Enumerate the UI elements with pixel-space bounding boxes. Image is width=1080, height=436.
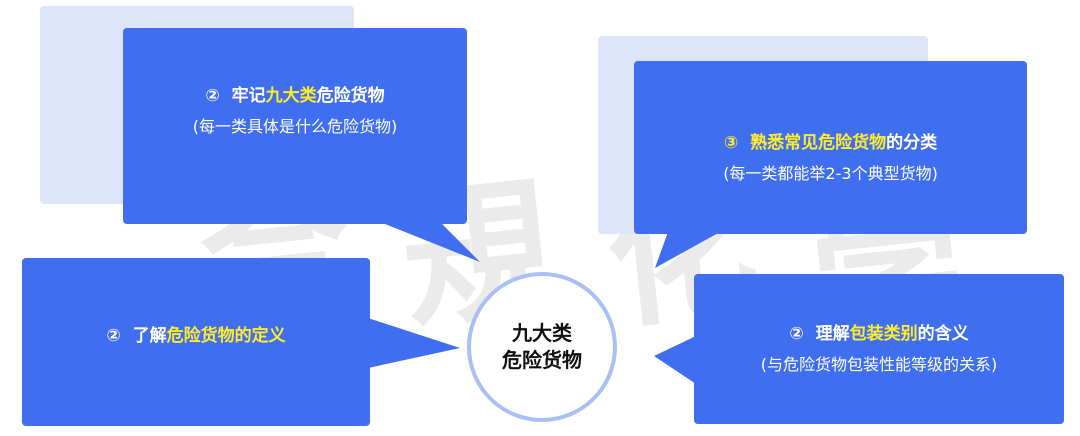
title-highlight: 包装类别 — [849, 324, 918, 344]
card-understand-title: ② 了解危险货物的定义 — [106, 323, 285, 349]
card-remember-title: ② 牢记九大类危险货物 — [205, 83, 384, 109]
card-remember-categories: ② 牢记九大类危险货物 (每一类具体是什么危险货物) — [123, 28, 467, 224]
card-packaging-subtitle: (与危险货物包装性能等级的关系) — [760, 355, 998, 374]
center-topic-circle: 九大类 危险货物 — [467, 272, 617, 422]
title-suffix: 危险货物 — [316, 86, 385, 106]
title-prefix: 了解 — [132, 326, 167, 346]
title-prefix: 理解 — [815, 324, 850, 344]
title-highlight: 危险货物的定义 — [166, 326, 286, 346]
card-familiar-title: ③ 熟悉常见危险货物的分类 — [724, 130, 937, 156]
title-highlight: 熟悉常见危险货物 — [750, 132, 887, 153]
step-marker: ② — [789, 324, 804, 344]
step-marker: ② — [205, 86, 220, 106]
title-highlight: 九大类 — [265, 86, 317, 106]
title-prefix: 牢记 — [231, 86, 266, 106]
card-understand-definition: ② 了解危险货物的定义 — [22, 258, 370, 426]
center-topic-line1: 九大类 — [512, 321, 572, 345]
card-familiar-subtitle: (每一类都能举2-3个典型货物) — [723, 163, 938, 183]
title-suffix: 的含义 — [917, 324, 969, 344]
center-topic-line2: 危险货物 — [502, 348, 582, 372]
card-remember-subtitle: (每一类具体是什么危险货物) — [192, 117, 398, 136]
step-marker: ③ — [723, 132, 739, 153]
card-packaging-groups: ② 理解包装类别的含义 (与危险货物包装性能等级的关系) — [694, 274, 1064, 424]
title-suffix: 的分类 — [886, 132, 938, 153]
step-marker: ② — [106, 326, 121, 346]
card-familiar-classification: ③ 熟悉常见危险货物的分类 (每一类都能举2-3个典型货物) — [634, 61, 1027, 234]
card-packaging-title: ② 理解包装类别的含义 — [789, 321, 968, 347]
